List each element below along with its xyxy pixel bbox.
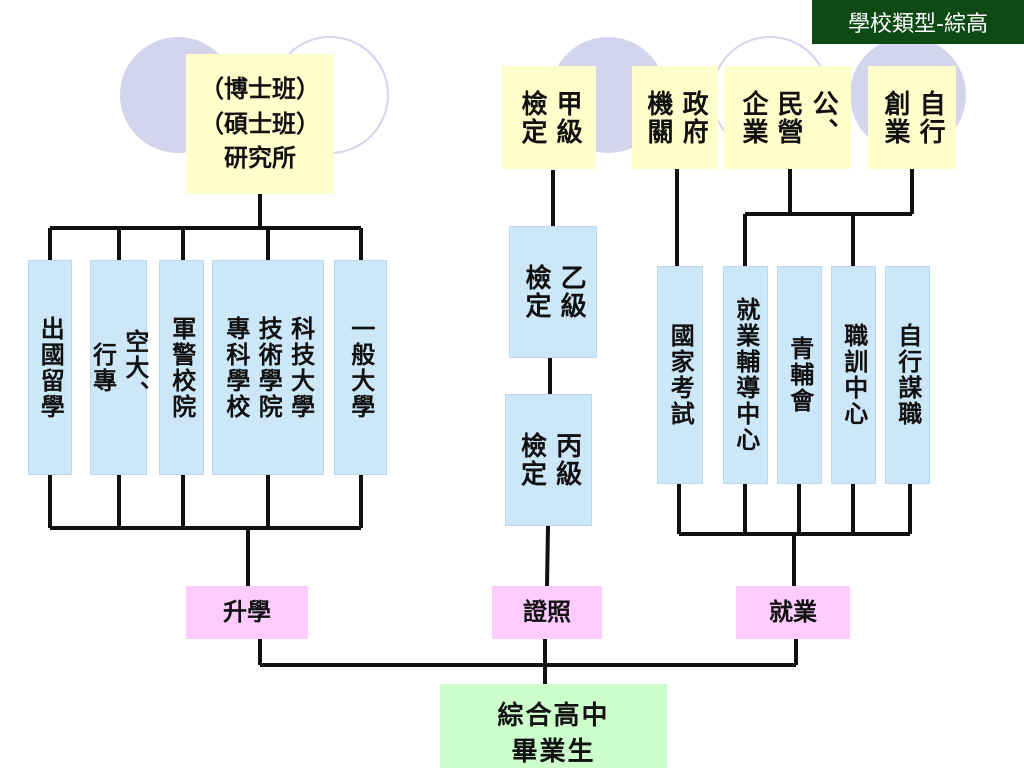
root-graduate-box: 綜合高中 畢業生	[440, 684, 667, 768]
training-center-box: 職訓中心	[831, 266, 876, 484]
enterprise-box: 公、 民營 企業	[724, 66, 851, 169]
tech-university-box: 科技大學 技術學院 專科學校	[212, 260, 324, 475]
police-military-box: 軍警校院	[159, 260, 204, 475]
open-university-box: 空大、 行專	[89, 260, 150, 475]
general-university-box: 一般大學	[334, 260, 387, 475]
study-abroad-box: 出國留學	[28, 260, 72, 475]
graduate-school-box: （博士班） （碩士班） 研究所	[186, 54, 334, 194]
self-start-box: 自行 創業	[868, 66, 956, 169]
slide-title-badge: 學校類型-綜高	[812, 0, 1024, 44]
national-exam-box: 國家考試	[657, 266, 703, 484]
employment-center-box: 就業輔導中心	[723, 266, 768, 484]
exam-level-c-box: 丙級 檢定	[505, 394, 592, 526]
youth-counsel-box: 青輔會	[777, 266, 822, 484]
exam-level-a-box: 甲級 檢定	[502, 66, 596, 169]
government-box: 政府 機關	[632, 66, 718, 169]
certificate-box: 證照	[492, 586, 602, 639]
employment-box: 就業	[736, 586, 850, 639]
further-study-box: 升學	[186, 586, 308, 639]
self-job-box: 自行謀職	[885, 266, 930, 484]
exam-level-b-box: 乙級 檢定	[509, 226, 597, 358]
